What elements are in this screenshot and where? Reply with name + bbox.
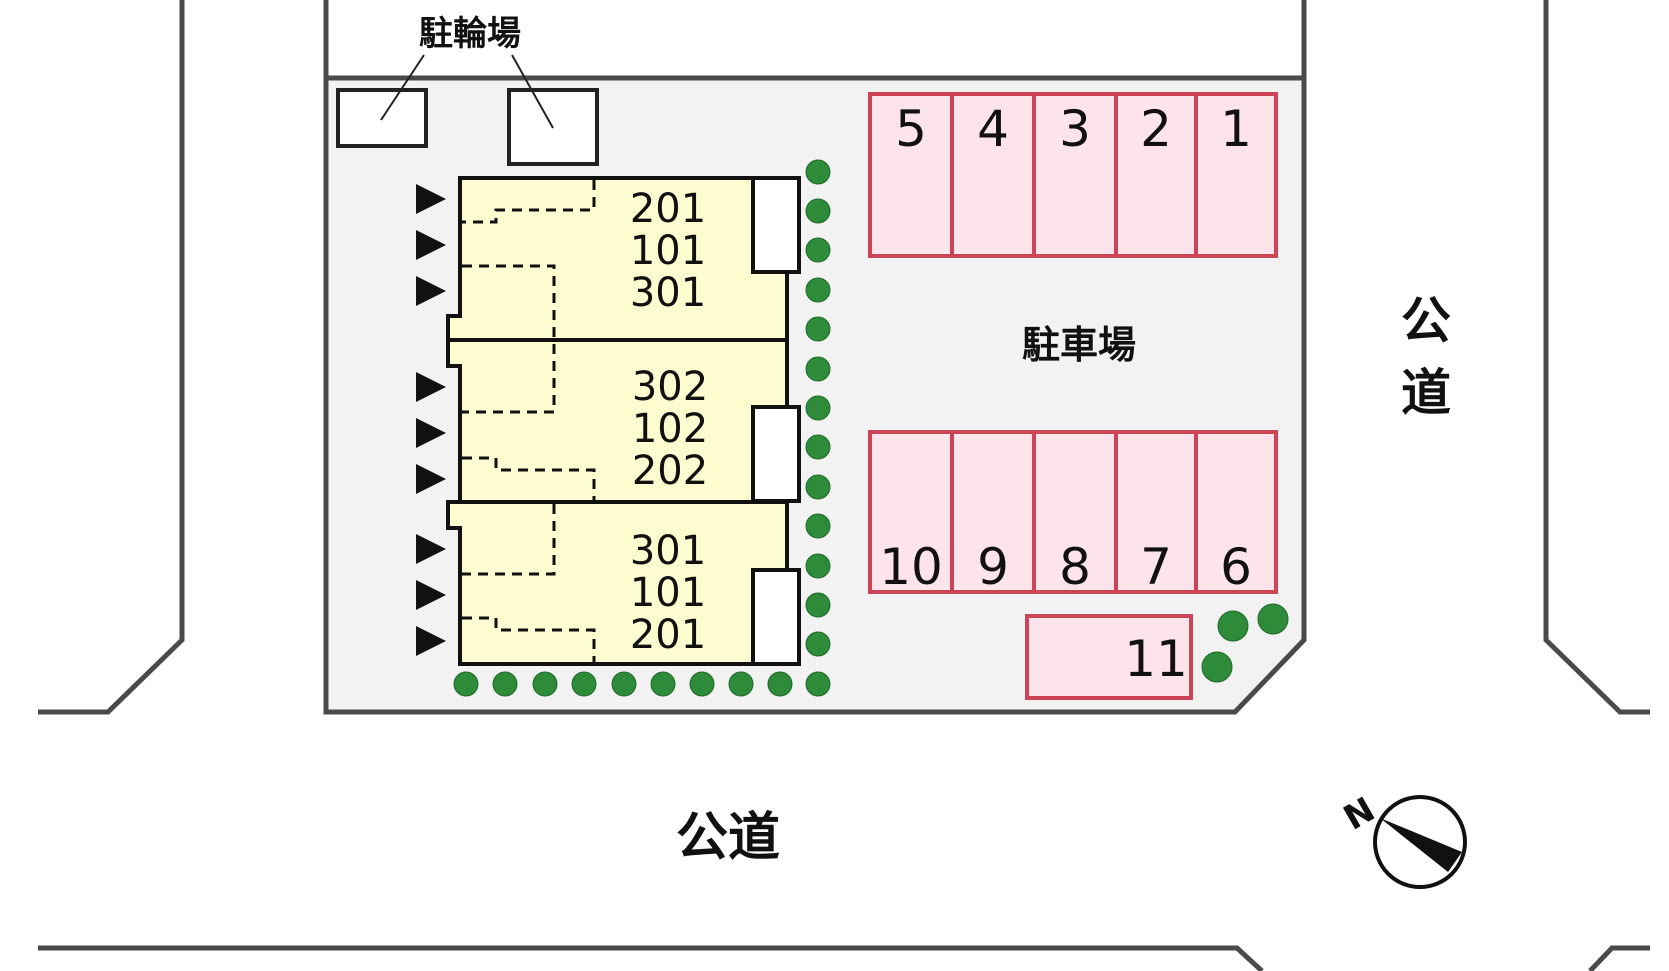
stair-box-2 — [751, 405, 801, 503]
parking-stall-8 — [1032, 430, 1118, 594]
parking-number: 9 — [977, 538, 1009, 596]
entrance-arrow-icon — [416, 626, 446, 656]
room-number: 101 — [630, 228, 706, 274]
building-block: 201 101 301 302 102 202 301 101 201 — [446, 176, 801, 666]
room-number: 301 — [630, 528, 706, 574]
compass-needle-icon — [1380, 818, 1462, 872]
entrance-arrow-icon — [416, 276, 446, 306]
tree-icon — [492, 671, 518, 697]
tree-icon — [805, 356, 831, 382]
parking-stall-4 — [950, 92, 1036, 258]
entrance-arrow-icon — [416, 184, 446, 214]
tree-icon — [805, 434, 831, 460]
stair-box-1 — [751, 176, 801, 274]
room-number: 201 — [630, 612, 706, 658]
room-number: 201 — [630, 186, 706, 232]
building-3 — [446, 500, 789, 666]
building-2 — [446, 338, 789, 504]
parking-number: 2 — [1140, 100, 1172, 158]
room-number: 102 — [632, 406, 708, 452]
tree-icon — [805, 474, 831, 500]
parking-number: 1 — [1220, 100, 1252, 158]
parking-stall-2 — [1114, 92, 1198, 258]
parking-number: 10 — [879, 538, 943, 596]
parking-stall-11 — [1025, 614, 1193, 700]
parking-number: 6 — [1220, 538, 1252, 596]
parking-number: 8 — [1059, 538, 1091, 596]
entrance-arrow-icon — [416, 464, 446, 494]
tree-icon — [805, 671, 831, 697]
parking-number: 5 — [895, 100, 927, 158]
room-number: 302 — [632, 364, 708, 410]
trees — [453, 159, 1289, 697]
tree-icon — [805, 592, 831, 618]
tree-icon — [805, 513, 831, 539]
tree-icon — [805, 316, 831, 342]
bicycle-leader-1 — [380, 54, 425, 121]
building-1 — [446, 176, 789, 342]
stair-box-3 — [751, 568, 801, 666]
parking-label: 駐車場 — [1022, 323, 1136, 367]
public-road-right-label-1: 公 — [1401, 292, 1451, 350]
road-lines — [38, 0, 1650, 971]
tree-icon — [767, 671, 793, 697]
tree-icon — [571, 671, 597, 697]
parking-number: 3 — [1059, 100, 1091, 158]
parking-stall-1 — [1194, 92, 1278, 258]
entrance-arrow-icon — [416, 534, 446, 564]
entrance-arrow-icon — [416, 230, 446, 260]
tree-icon — [805, 159, 831, 185]
room-number: 101 — [630, 570, 706, 616]
parking-stall-10 — [868, 430, 954, 594]
parking-number: 7 — [1140, 538, 1172, 596]
room-number: 301 — [630, 270, 706, 316]
parking-number: 4 — [977, 100, 1009, 158]
public-road-bottom-label: 公道 — [676, 808, 780, 868]
tree-icon — [805, 198, 831, 224]
tree-icon — [805, 631, 831, 657]
tree-icon — [650, 671, 676, 697]
tree-icon — [805, 277, 831, 303]
parking-stalls: 5 4 3 2 1 10 9 8 7 6 11 — [868, 92, 1278, 700]
public-road-right-label-2: 道 — [1401, 364, 1451, 422]
tree-icon — [805, 237, 831, 263]
compass: N — [1337, 790, 1467, 889]
tree-icon — [689, 671, 715, 697]
room-number: 202 — [632, 448, 708, 494]
tree-icon — [805, 395, 831, 421]
bicycle-parking-label: 駐輪場 — [419, 14, 521, 54]
tree-icon — [1217, 610, 1249, 642]
parking-stall-6 — [1194, 430, 1278, 594]
entrance-arrow-icon — [416, 372, 446, 402]
bicycle-leader-2 — [511, 54, 554, 129]
tree-icon — [1201, 651, 1233, 683]
dashed-interior-lines — [462, 180, 596, 662]
parking-number: 11 — [1124, 630, 1188, 688]
entrance-arrows — [416, 184, 446, 656]
tree-icon — [805, 553, 831, 579]
tree-icon — [611, 671, 637, 697]
tree-icon — [453, 671, 479, 697]
tree-icon — [1257, 603, 1289, 635]
room-labels: 201 101 301 302 102 202 301 101 201 — [630, 186, 708, 658]
tree-icon — [728, 671, 754, 697]
entrance-arrow-icon — [416, 418, 446, 448]
entrance-arrow-icon — [416, 580, 446, 610]
tree-icon — [532, 671, 558, 697]
